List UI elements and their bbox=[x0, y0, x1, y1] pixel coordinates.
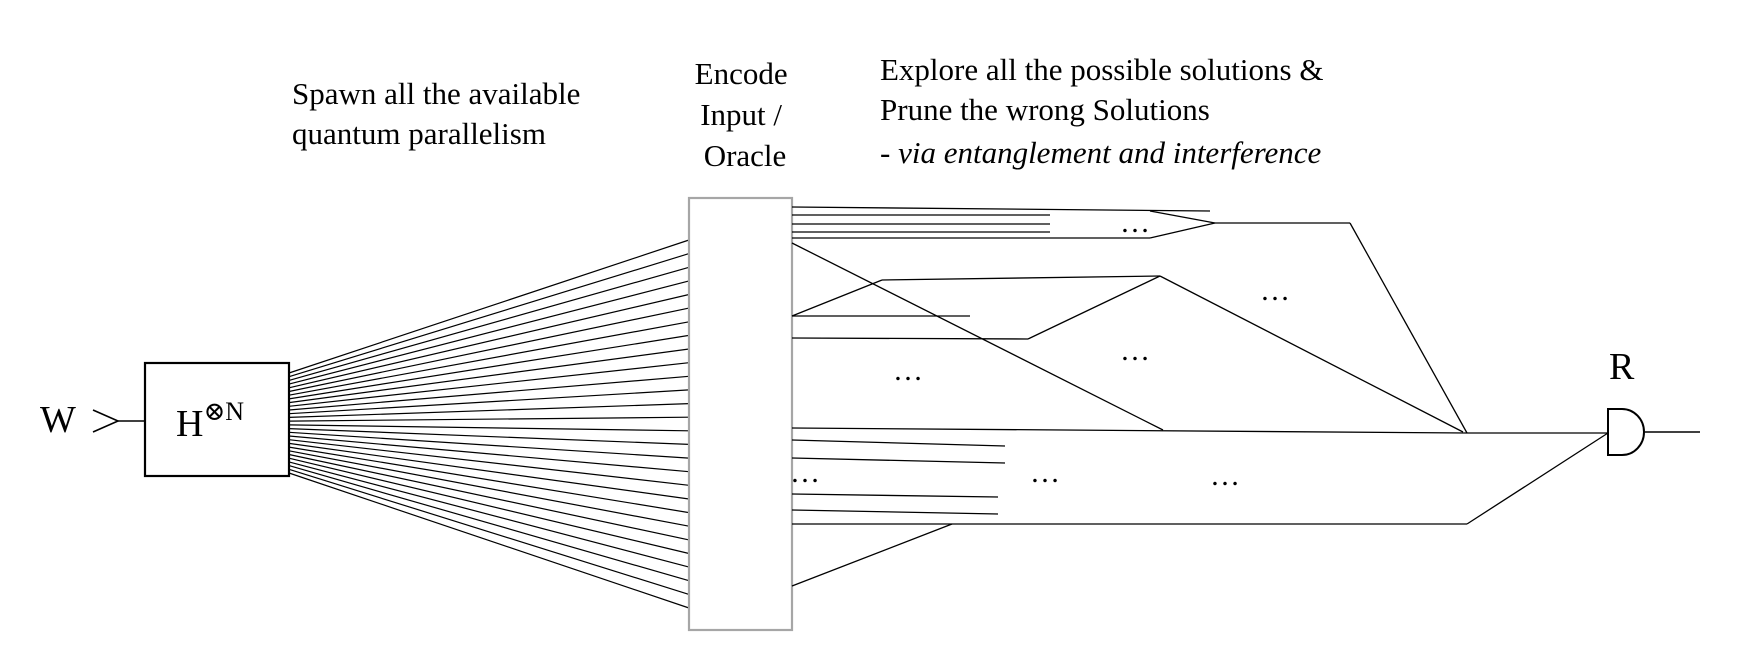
parallel-wire bbox=[288, 375, 690, 411]
parallel-wire bbox=[288, 468, 690, 595]
ellipsis-middle: … bbox=[1120, 334, 1153, 367]
input-arrow bbox=[92, 409, 145, 433]
interference-network bbox=[791, 206, 1609, 587]
ellipsis-lower-mid: … bbox=[1030, 456, 1063, 489]
measurement-detector bbox=[1607, 408, 1645, 456]
oracle-box bbox=[687, 196, 794, 632]
parallel-wire bbox=[288, 431, 690, 459]
ellipsis-markers: … … … … … … … bbox=[790, 206, 1293, 492]
parallel-wire bbox=[288, 465, 690, 582]
parallel-wire bbox=[288, 461, 690, 568]
parallel-wire bbox=[288, 442, 690, 500]
parallel-wire bbox=[288, 239, 690, 374]
parallel-wire bbox=[288, 293, 690, 389]
parallel-wire bbox=[288, 348, 690, 404]
parallel-wire bbox=[288, 253, 690, 378]
ellipsis-bundle: … bbox=[790, 456, 823, 489]
hadamard-gate bbox=[143, 361, 291, 478]
parallel-wire bbox=[288, 403, 690, 418]
ellipsis-upper-right: … bbox=[1260, 274, 1293, 307]
parallel-wire bbox=[288, 266, 690, 381]
parallel-wire bbox=[288, 362, 690, 407]
input-label: W bbox=[40, 399, 76, 441]
parallel-wire bbox=[288, 439, 690, 486]
ellipsis-middle-left: … bbox=[893, 354, 926, 387]
parallel-wire bbox=[288, 457, 690, 555]
output-label: R bbox=[1609, 346, 1635, 388]
parallel-wire bbox=[288, 307, 690, 393]
parallel-wires bbox=[288, 239, 690, 609]
ellipsis-top: … bbox=[1120, 206, 1153, 239]
parallel-wire bbox=[288, 428, 690, 445]
parallel-wire bbox=[288, 453, 690, 541]
parallel-wire bbox=[288, 416, 690, 422]
parallel-wire bbox=[288, 334, 690, 400]
parallel-wire bbox=[288, 450, 690, 527]
parallel-wire bbox=[288, 280, 690, 385]
parallel-wire bbox=[288, 435, 690, 473]
parallel-wire bbox=[288, 389, 690, 415]
hadamard-label: H⊗N bbox=[176, 397, 244, 445]
spawn-caption: Spawn all the available quantum parallel… bbox=[292, 76, 588, 151]
explore-caption: Explore all the possible solutions & Pru… bbox=[880, 52, 1331, 170]
parallel-wire bbox=[288, 446, 690, 514]
ellipsis-lower-right: … bbox=[1210, 459, 1243, 492]
encode-caption: Encode Input / Oracle bbox=[695, 56, 796, 173]
parallel-wire bbox=[288, 472, 690, 609]
parallel-wire bbox=[288, 321, 690, 396]
parallel-wire bbox=[288, 424, 690, 432]
